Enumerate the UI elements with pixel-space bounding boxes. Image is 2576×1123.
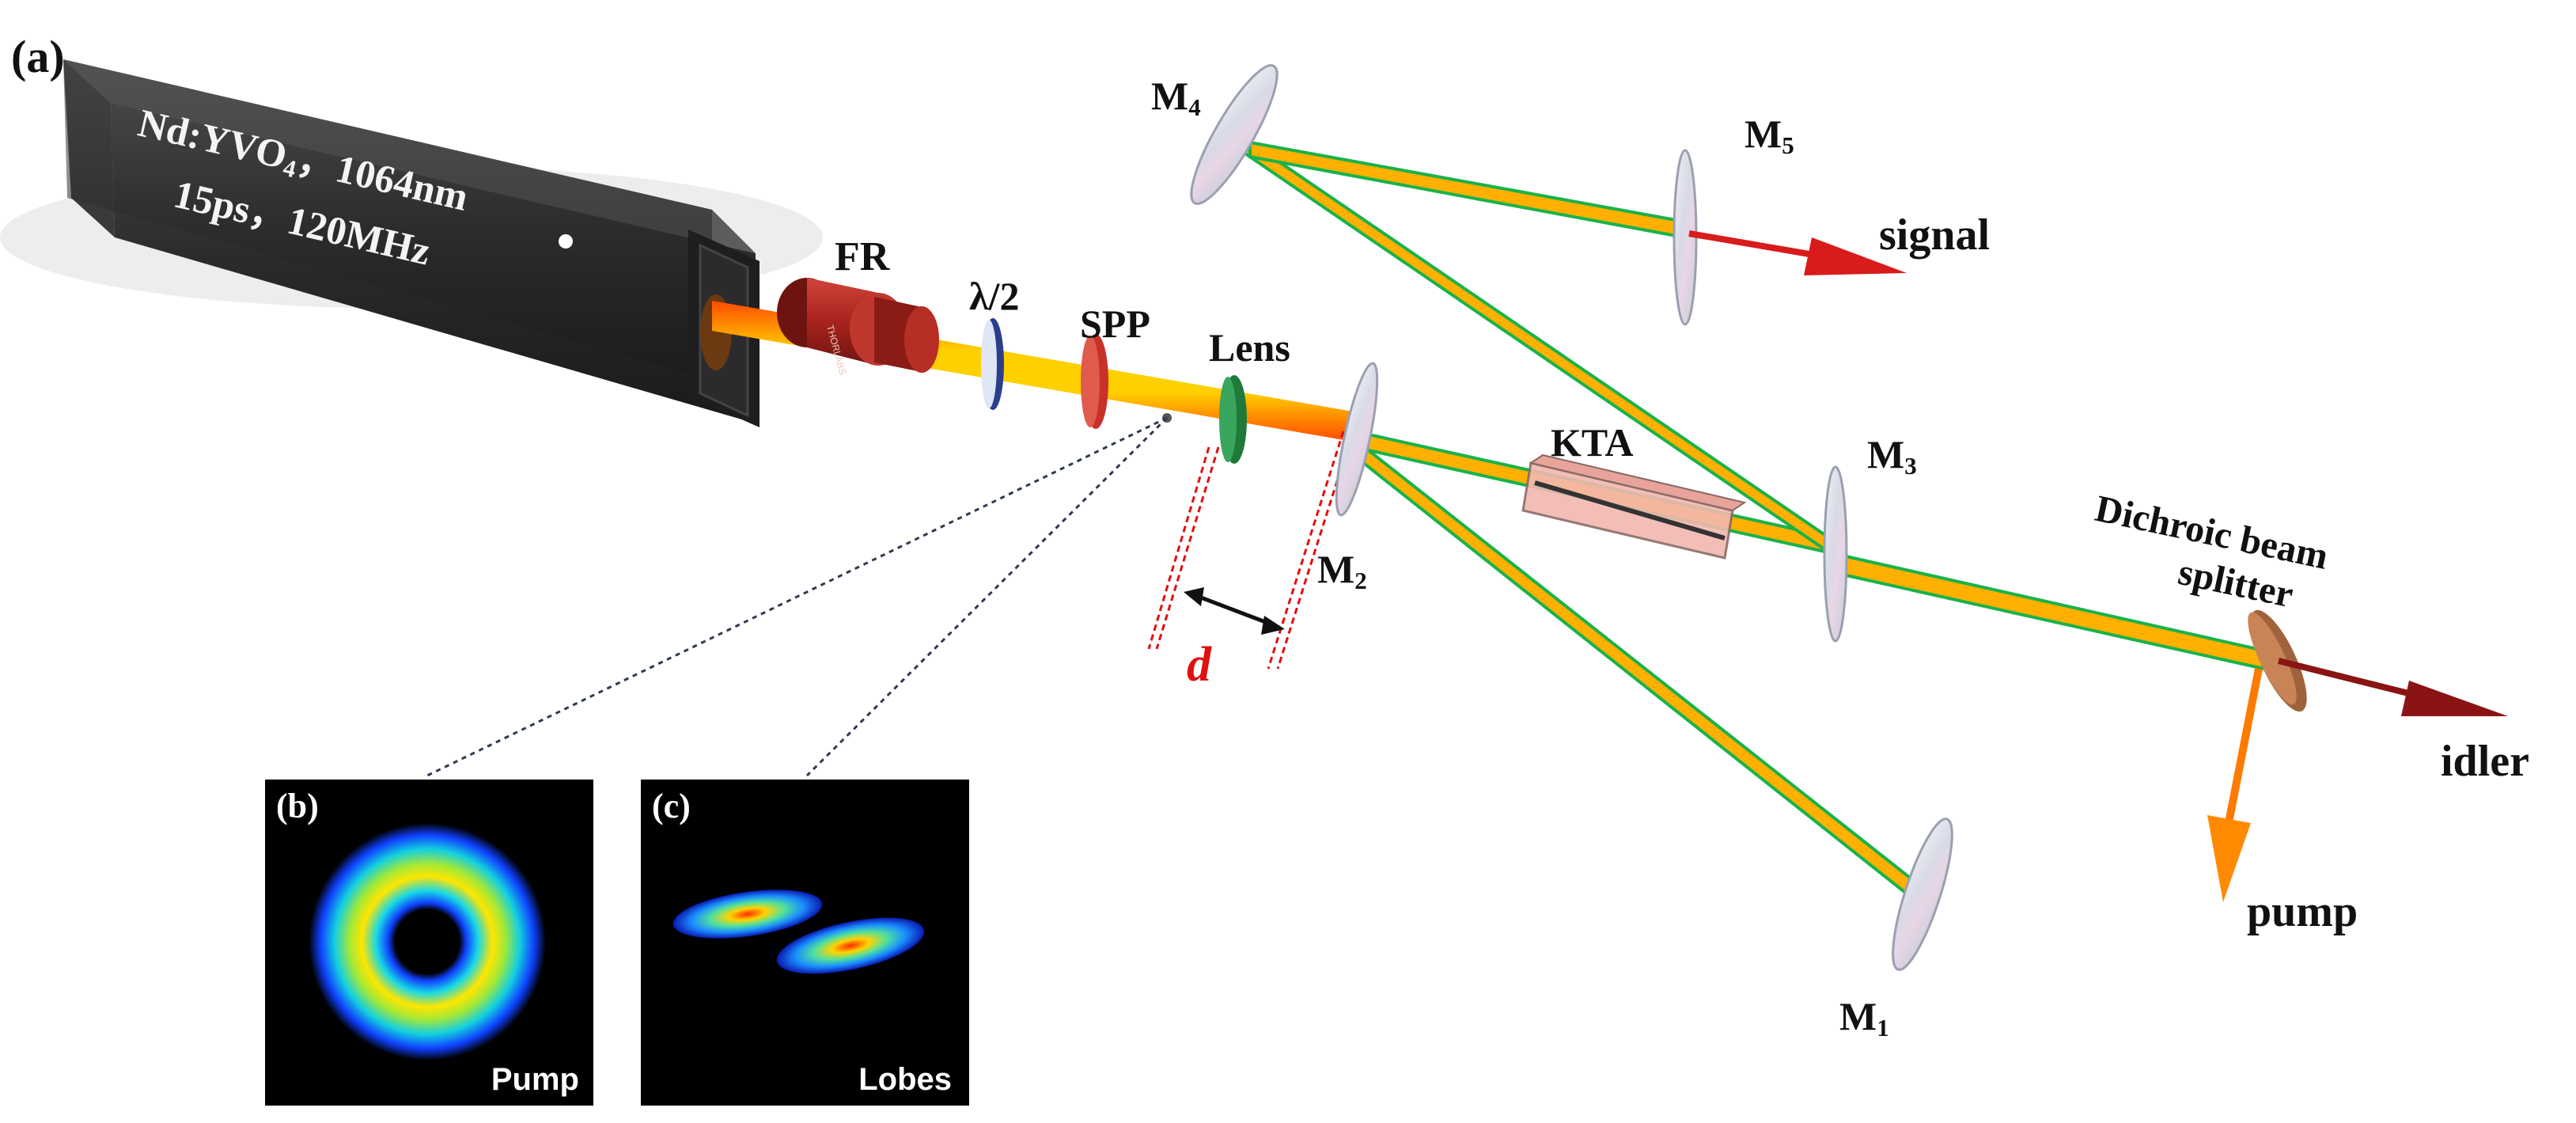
half-wave-label: λ/2 [969,274,1020,318]
distance-d-label: d [1187,638,1211,692]
inset-c-tag: (c) [652,787,691,825]
spp-label: SPP [1080,302,1150,346]
spiral-phase-plate [1081,334,1108,429]
idler-label: idler [2441,737,2529,786]
pump-label: pump [2247,887,2358,936]
m4-label-main: M [1151,74,1189,118]
m1-label: M1 [1839,993,1889,1042]
kta-crystal [1521,453,1747,560]
m2-label-sub: 2 [1354,566,1367,594]
m5-label: M5 [1744,111,1794,160]
mirror-m3 [1823,465,1848,643]
inset-b-tag: (b) [276,787,319,825]
m5-label-sub: 5 [1782,131,1794,159]
kta-label: KTA [1551,420,1634,465]
m1-label-main: M [1839,994,1877,1038]
half-wave-plate [981,318,1004,410]
laser-head [63,59,760,427]
mirror-m2 [1335,362,1379,517]
leader-line-c [805,416,1169,777]
indicator-dot [559,234,573,249]
inset-c-caption: Lobes [858,1062,952,1097]
m1-label-sub: 1 [1877,1013,1889,1041]
m5-label-main: M [1744,112,1782,156]
mirror-m5 [1673,149,1698,326]
inset-b-caption: Pump [491,1062,579,1097]
donut-beam-image [309,823,546,1060]
pump-output-arrow [2207,668,2263,902]
m3-label-main: M [1867,432,1905,476]
lens-label: Lens [1209,325,1290,370]
mirror-m4 [1190,64,1279,205]
m2-label: M2 [1317,546,1367,595]
faraday-rotator: THORLABS [777,278,939,376]
m4-label: M4 [1151,73,1201,122]
fr-label: FR [835,234,890,279]
figure-tag: (a) [11,31,65,82]
lobes-beam-image [672,890,925,974]
leader-line-b [426,416,1168,777]
idler-arrow [2278,658,2508,716]
mirror-m1 [1892,818,1953,971]
lens [1219,375,1247,464]
m4-label-sub: 4 [1188,93,1201,121]
signal-arrow [1688,230,1907,275]
m2-label-main: M [1317,547,1355,591]
inset-c-lobes-profile: (c) Lobes [641,780,969,1106]
signal-label: signal [1879,211,1991,260]
inset-b-pump-profile: (b) Pump [265,780,593,1106]
m3-label-sub: 3 [1904,451,1917,480]
m3-label: M3 [1867,431,1917,480]
